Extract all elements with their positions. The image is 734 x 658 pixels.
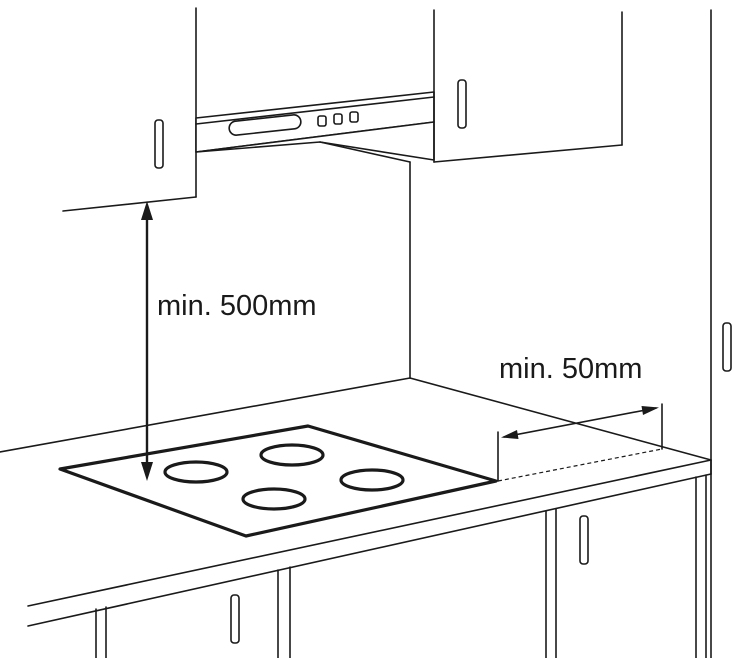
- cabinet-handle: [230, 594, 240, 644]
- wall-cabinet-left: [62, 7, 197, 212]
- burner: [259, 443, 325, 467]
- side-clearance-marker: [497, 403, 663, 482]
- hood-button: [349, 111, 359, 123]
- cabinet-handle: [154, 119, 164, 169]
- hood-button: [333, 113, 343, 125]
- burner: [241, 487, 307, 511]
- tall-cabinet-right: [710, 9, 732, 658]
- hob: [58, 424, 498, 538]
- cabinet-handle: [457, 79, 467, 129]
- burner: [163, 460, 229, 484]
- hood-light-switch: [228, 114, 302, 136]
- base-cabinets: [95, 474, 707, 658]
- cooker-hood: [195, 91, 435, 163]
- wall-cabinet-right: [433, 9, 623, 163]
- cabinet-handle: [579, 515, 589, 565]
- height-clearance-arrow: [141, 201, 153, 481]
- worktop: [0, 377, 712, 627]
- burner: [339, 468, 405, 492]
- cabinet-handle: [722, 322, 732, 372]
- height-clearance-label: min. 500mm: [157, 290, 317, 322]
- side-clearance-label: min. 50mm: [499, 353, 642, 385]
- hood-button: [317, 115, 327, 127]
